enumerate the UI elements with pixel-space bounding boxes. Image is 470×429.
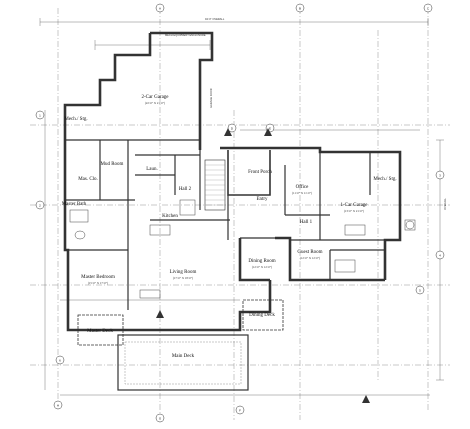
svg-text:1: 1 xyxy=(39,114,41,118)
room-label-mech-stg-2: Mech./ Stg. xyxy=(373,177,396,182)
svg-text:3: 3 xyxy=(439,174,441,178)
stair xyxy=(204,159,226,211)
grid-bubble: 6 xyxy=(55,355,65,365)
mech-enclosure-note: MECH EQUIPMENT ENCLOSURE xyxy=(165,33,206,37)
grid-bubble: A xyxy=(155,3,165,13)
svg-text:C: C xyxy=(427,7,430,11)
room-size-master-bedroom: (15'-0" X 17'-0") xyxy=(88,281,108,285)
grid-bubble: H xyxy=(53,400,63,410)
room-label-guest-room: Guest Room xyxy=(297,250,322,255)
room-label-hall-1: Hall 1 xyxy=(300,220,313,225)
room-label-master-deck: Master Deck xyxy=(87,329,113,334)
room-label-laun: Laun. xyxy=(146,167,158,172)
grid-bubble: F xyxy=(235,405,245,415)
room-label-mas-clo: Mas. Clo. xyxy=(78,177,98,182)
room-label-master-bath: Master Bath xyxy=(62,202,87,207)
grid-bubbles: A B C D E F G H 1 2 3 4 5 6 xyxy=(35,3,445,423)
svg-text:F: F xyxy=(239,409,241,413)
grid-bubble: 5 xyxy=(415,285,425,295)
room-label-front-porch: Front Porch xyxy=(248,170,272,175)
decks xyxy=(77,299,284,391)
room-size-one-car-garage: (13'-0" X 21'-0") xyxy=(344,209,364,213)
svg-text:H: H xyxy=(57,404,59,408)
grid-bubble: C xyxy=(423,3,433,13)
room-label-hall-2: Hall 2 xyxy=(179,187,192,192)
fixtures xyxy=(69,199,416,299)
grid-bubble: 3 xyxy=(435,170,445,180)
svg-text:4: 4 xyxy=(439,254,441,258)
room-label-dining-room: Dining Room xyxy=(248,259,275,264)
room-label-one-car-garage: 1-Car Garage xyxy=(340,203,368,208)
garage-door-note: GARAGE DOOR xyxy=(209,88,213,108)
grid-bubble: B xyxy=(295,3,305,13)
grid-bubble: 2 xyxy=(35,200,45,210)
room-label-living-room: Living Room xyxy=(170,270,197,275)
grid-bubble: G xyxy=(155,413,165,423)
exterior-walls xyxy=(63,31,402,332)
svg-text:E: E xyxy=(269,127,271,131)
right-dimension-text: OVERALL xyxy=(443,197,447,210)
room-label-main-deck: Main Deck xyxy=(172,354,195,359)
grid-bubble: 4 xyxy=(435,250,445,260)
room-label-master-bedroom: Master Bedroom xyxy=(81,275,115,280)
room-label-mud-room: Mud Room xyxy=(101,162,124,167)
room-label-two-car-garage: 2-Car Garage xyxy=(141,95,169,100)
room-label-kitchen: Kitchen xyxy=(162,214,178,219)
room-size-two-car-garage: (22'-0" X 21'-0") xyxy=(145,101,165,105)
svg-text:A: A xyxy=(159,7,161,11)
dimension-lines xyxy=(39,18,444,396)
svg-text:B: B xyxy=(299,7,301,11)
room-labels: 2-Car Garage (22'-0" X 21'-0") Mech./ St… xyxy=(62,95,397,359)
section-markers xyxy=(156,128,370,403)
overall-dimension-text: 94'-0" OVERALL xyxy=(205,17,225,21)
svg-text:D: D xyxy=(231,127,234,131)
grid-lines xyxy=(30,8,450,420)
room-label-office: Office xyxy=(296,185,309,190)
room-label-entry: Entry xyxy=(256,197,268,202)
room-label-dining-deck: Dining Deck xyxy=(249,313,275,318)
svg-text:5: 5 xyxy=(419,289,421,293)
grid-bubble: 1 xyxy=(35,110,45,120)
room-size-office: (11'-0" X 11'-0") xyxy=(292,191,312,195)
svg-text:G: G xyxy=(159,417,162,421)
room-label-mech-stg: Mech./ Stg. xyxy=(64,117,87,122)
svg-text:6: 6 xyxy=(59,359,61,363)
interior-walls xyxy=(65,139,385,310)
room-size-guest-room: (12'-0" X 12'-0") xyxy=(300,256,320,260)
svg-text:2: 2 xyxy=(39,204,41,208)
room-size-dining-room: (12'-0" X 12'-0") xyxy=(252,265,272,269)
room-size-living-room: (17'-0" X 18'-0") xyxy=(173,276,193,280)
